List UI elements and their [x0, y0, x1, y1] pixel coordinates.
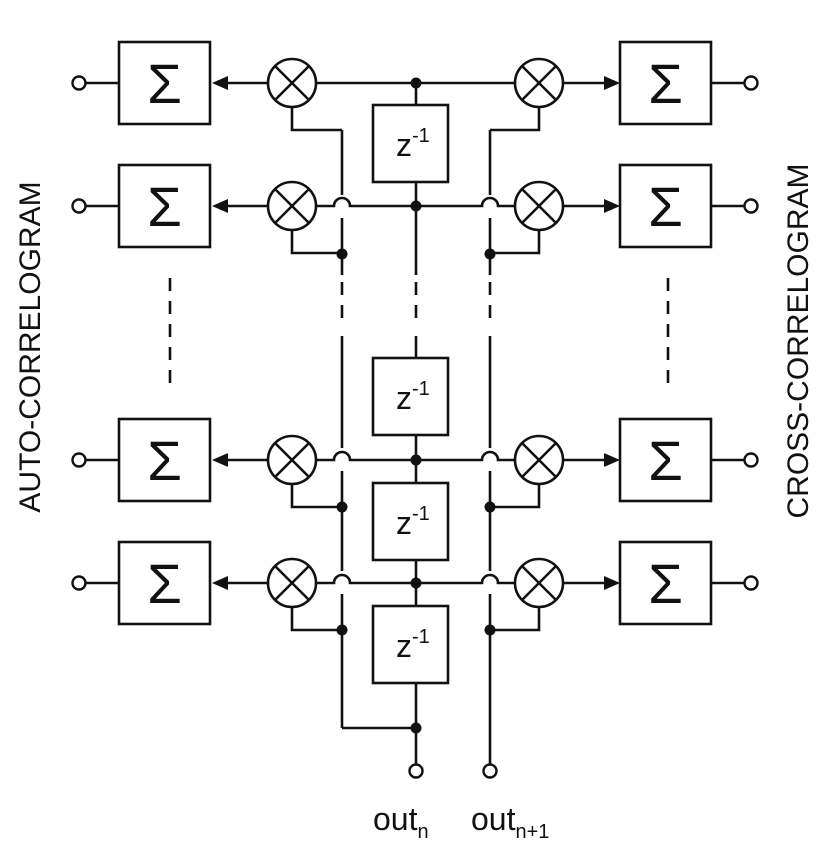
arrowhead	[212, 76, 228, 90]
cross-output-terminal[interactable]	[743, 75, 759, 91]
multiplier-icon	[513, 557, 565, 609]
sigma-symbol: Σ	[147, 175, 182, 238]
cross-output-terminal[interactable]	[743, 452, 759, 468]
cross-sum-box: Σ	[618, 40, 713, 126]
sigma-symbol: Σ	[648, 429, 683, 492]
junction-dot	[410, 454, 422, 466]
junction-dot	[336, 248, 348, 260]
delay-label: z-1	[396, 503, 430, 541]
multiplier-icon	[266, 434, 318, 486]
delay-label: z-1	[396, 626, 430, 664]
auto-output-terminal[interactable]	[71, 452, 87, 468]
multiplier-icon	[513, 434, 565, 486]
multiplier-icon	[266, 57, 318, 109]
multiplier-icon	[513, 57, 565, 109]
arrowhead	[604, 76, 620, 90]
cross-output-terminal[interactable]	[743, 198, 759, 214]
out-n1-terminal[interactable]	[482, 763, 498, 779]
junction-dot	[484, 248, 496, 260]
junction-dot	[410, 722, 422, 734]
auto-correlogram-label: AUTO-CORRELOGRAM	[14, 181, 47, 512]
sigma-symbol: Σ	[648, 175, 683, 238]
sigma-symbol: Σ	[147, 429, 182, 492]
auto-sum-box: Σ	[117, 163, 212, 249]
junction-dot	[484, 624, 496, 636]
arrowhead	[212, 199, 228, 213]
sigma-symbol: Σ	[648, 552, 683, 615]
junction-dot	[484, 501, 496, 513]
cross-output-terminal[interactable]	[743, 575, 759, 591]
delay-box: z-1	[371, 481, 450, 562]
multiplier-icon	[513, 180, 565, 232]
auto-output-terminal[interactable]	[71, 575, 87, 591]
cross-sum-box: Σ	[618, 417, 713, 503]
delay-box: z-1	[371, 604, 450, 685]
auto-sum-box: Σ	[117, 40, 212, 126]
arrowhead	[212, 576, 228, 590]
out-n-terminal[interactable]	[408, 763, 424, 779]
junction-dot	[410, 77, 422, 89]
delay-label: z-1	[396, 125, 430, 163]
sigma-symbol: Σ	[648, 52, 683, 115]
delay-box: z-1	[371, 103, 450, 184]
arrowhead	[212, 453, 228, 467]
cross-sum-box: Σ	[618, 540, 713, 626]
delay-label: z-1	[396, 378, 430, 416]
arrowhead	[604, 453, 620, 467]
junction-dot	[410, 577, 422, 589]
junction-dot	[336, 624, 348, 636]
cross-sum-box: Σ	[618, 163, 713, 249]
cross-correlogram-label: CROSS-CORRELOGRAM	[782, 163, 815, 518]
sigma-symbol: Σ	[147, 552, 182, 615]
auto-output-terminal[interactable]	[71, 198, 87, 214]
auto-sum-box: Σ	[117, 417, 212, 503]
junction-dot	[410, 200, 422, 212]
junction-dot	[336, 501, 348, 513]
out-n-label: outn	[373, 801, 429, 843]
auto-output-terminal[interactable]	[71, 75, 87, 91]
arrowhead	[604, 576, 620, 590]
multiplier-icon	[266, 180, 318, 232]
auto-sum-box: Σ	[117, 540, 212, 626]
arrowhead	[604, 199, 620, 213]
sigma-symbol: Σ	[147, 52, 182, 115]
out-n1-label: outn+1	[471, 801, 549, 843]
multiplier-icon	[266, 557, 318, 609]
delay-box: z-1	[371, 356, 450, 437]
